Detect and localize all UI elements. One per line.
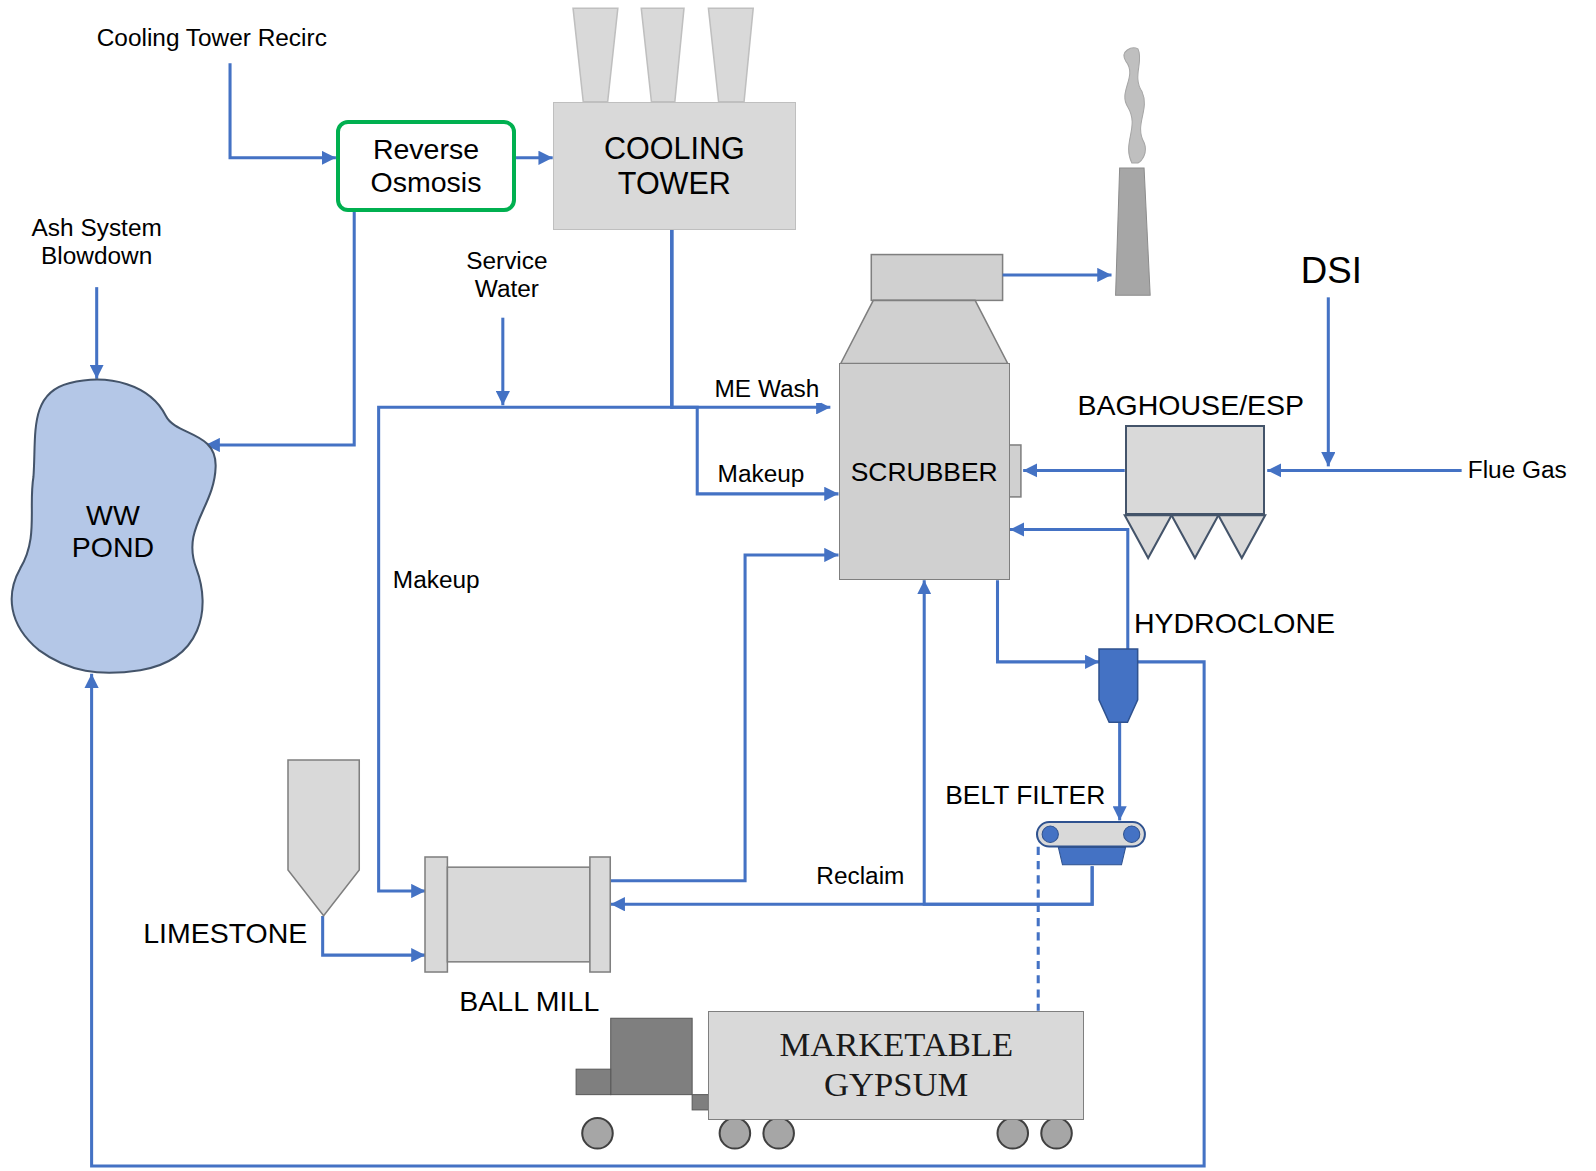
flow-connector bbox=[672, 230, 831, 407]
truck-cab bbox=[611, 1018, 692, 1094]
flow-connector bbox=[323, 916, 426, 955]
wastewater-pond: WW POND bbox=[8, 375, 218, 674]
node-label: BALL MILL bbox=[459, 985, 599, 1018]
shape-outline bbox=[1099, 649, 1138, 728]
baghouse-hopper bbox=[1125, 515, 1172, 558]
annotation: DSI bbox=[1301, 250, 1362, 292]
service-water-line bbox=[501, 318, 504, 406]
annotation: Flue Gas bbox=[1468, 456, 1567, 484]
shape-part bbox=[448, 867, 590, 962]
shape-outline bbox=[425, 857, 610, 972]
node-label: HYDROCLONE bbox=[1134, 607, 1335, 640]
shape-part bbox=[288, 760, 359, 916]
edge-label: ME Wash bbox=[713, 375, 822, 403]
scrubber-vessel: SCRUBBER bbox=[839, 363, 1010, 580]
annotation: Ash System Blowdown bbox=[15, 214, 178, 270]
flow-connector bbox=[1037, 847, 1040, 1011]
cooling-tower: COOLING TOWER bbox=[553, 102, 796, 230]
flow-connector bbox=[611, 555, 839, 881]
node-label: COOLING TOWER bbox=[604, 131, 745, 201]
truck-wheel bbox=[720, 1118, 751, 1149]
shape-part bbox=[1099, 649, 1138, 722]
shape-outline bbox=[1036, 820, 1146, 866]
flow-connector bbox=[1023, 469, 1125, 472]
node-label: BAGHOUSE/ESP bbox=[1078, 389, 1304, 422]
truck-wheel bbox=[998, 1118, 1029, 1149]
flow-connector bbox=[379, 230, 672, 891]
baghouse-unit: BAGHOUSE/ESP bbox=[1125, 425, 1265, 515]
flow-connector bbox=[1010, 529, 1128, 649]
baghouse-hopper bbox=[1218, 515, 1265, 558]
flue-gas-line bbox=[1267, 469, 1461, 472]
node-label: Reverse Osmosis bbox=[371, 133, 482, 199]
tower-fan-stack bbox=[708, 8, 753, 102]
edge-label: Makeup bbox=[716, 460, 807, 488]
node-label: WW POND bbox=[72, 499, 154, 565]
limestone-silo: LIMESTONE bbox=[288, 760, 359, 916]
shape-part bbox=[1124, 826, 1140, 842]
shape-outline bbox=[288, 760, 359, 916]
edge-label: Reclaim bbox=[814, 862, 906, 890]
process-box: Reverse Osmosis bbox=[336, 120, 516, 212]
annotation: Cooling Tower Recirc bbox=[97, 24, 327, 52]
shape-part bbox=[1059, 848, 1126, 865]
ball-mill-unit: BALL MILL bbox=[425, 857, 610, 972]
hydroclone-unit: HYDROCLONE bbox=[1099, 649, 1138, 728]
edge-label: Makeup bbox=[391, 566, 482, 594]
blowdown-line bbox=[95, 287, 98, 379]
truck-wheel bbox=[1041, 1118, 1072, 1149]
node-label: MARKETABLE GYPSUM bbox=[779, 1025, 1013, 1105]
truck-hood bbox=[576, 1069, 611, 1094]
node-label: BELT FILTER bbox=[945, 780, 1105, 810]
truck-hitch bbox=[692, 1095, 708, 1110]
flow-connector bbox=[516, 156, 553, 159]
shape-part bbox=[12, 379, 216, 672]
truck-wheel bbox=[582, 1118, 613, 1149]
node-label: SCRUBBER bbox=[851, 457, 998, 487]
chimney-stack bbox=[1116, 168, 1151, 295]
recirc-line bbox=[230, 63, 336, 158]
gypsum-trailer: MARKETABLE GYPSUM bbox=[708, 1011, 1084, 1120]
shape-part bbox=[590, 857, 610, 972]
stack-line bbox=[1003, 273, 1112, 276]
node-label: LIMESTONE bbox=[143, 917, 307, 950]
annotation: Service Water bbox=[441, 247, 573, 303]
mist-eliminator-box bbox=[871, 255, 1002, 301]
truck-wheel bbox=[763, 1118, 794, 1149]
smoke-plume bbox=[1124, 48, 1145, 163]
flow-connector bbox=[672, 230, 839, 494]
shape-part bbox=[425, 857, 447, 972]
shape-part bbox=[1042, 826, 1058, 842]
flow-connector bbox=[998, 580, 1100, 662]
belt-filter-unit: BELT FILTER bbox=[1036, 820, 1146, 866]
dsi-line bbox=[1327, 297, 1330, 466]
flow-connector bbox=[206, 212, 355, 445]
flow-connector bbox=[92, 662, 1205, 1166]
shape-part bbox=[1037, 822, 1145, 846]
tower-fan-stack bbox=[573, 8, 618, 102]
baghouse-hopper bbox=[1172, 515, 1219, 558]
tower-fan-stack bbox=[641, 8, 684, 102]
scrubber-cone bbox=[841, 300, 1008, 363]
flow-connector bbox=[1118, 723, 1121, 821]
